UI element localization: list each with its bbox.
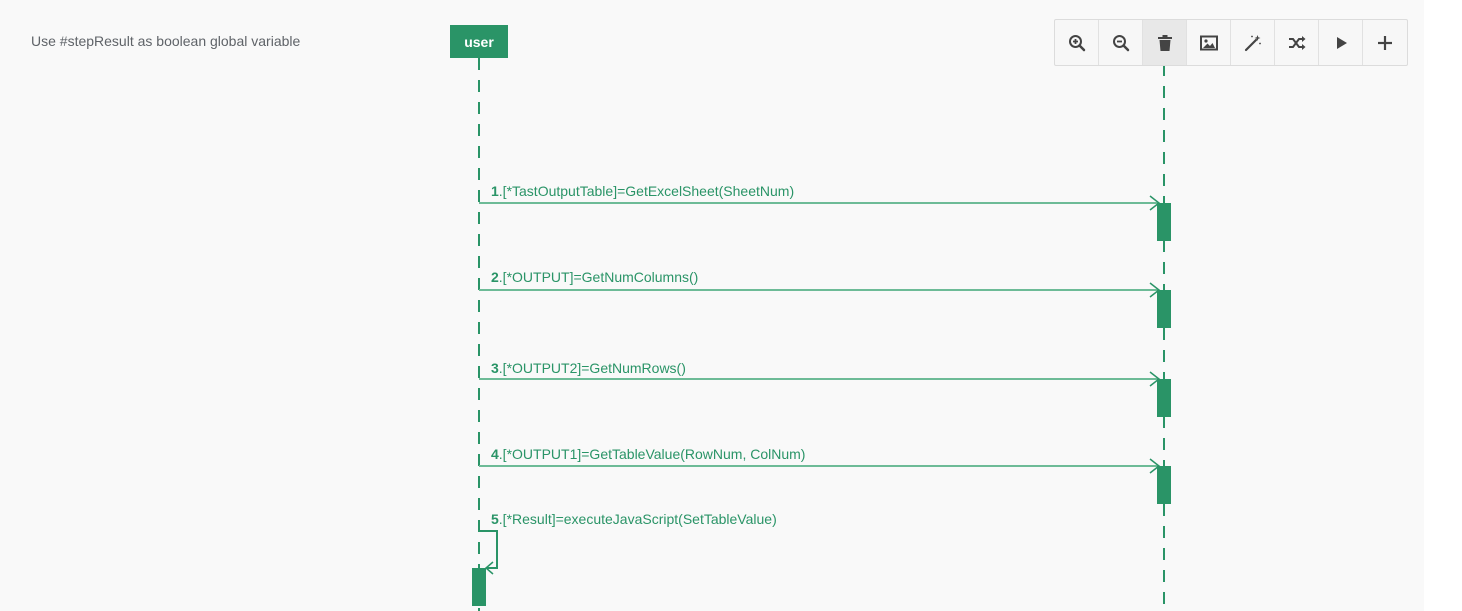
activation-bar-3 [1157,379,1171,417]
activation-bar-5 [472,568,486,606]
message-3-label: .[*OUTPUT2]=GetNumRows() [499,360,686,376]
svg-text:3.[*OUTPUT2]=GetNumRows(): 3.[*OUTPUT2]=GetNumRows() [491,360,686,376]
delete-button[interactable] [1143,20,1187,65]
message-2-label: .[*OUTPUT]=GetNumColumns() [499,269,699,285]
plus-icon [1378,35,1392,50]
user-actor[interactable]: user [450,25,508,58]
message-5-label: .[*Result]=executeJavaScript(SetTableVal… [499,511,777,527]
message-1-label: .[*TastOutputTable]=GetExcelSheet(SheetN… [499,183,794,199]
run-button[interactable] [1319,20,1363,65]
message-2-number: 2 [491,269,499,285]
add-button[interactable] [1363,20,1407,65]
zoom-out-icon [1112,34,1129,51]
activation-bar-1 [1157,203,1171,241]
message-1-number: 1 [491,183,499,199]
magic-button[interactable] [1231,20,1275,65]
sequence-diagram: 1.[*TastOutputTable]=GetExcelSheet(Sheet… [472,58,1171,611]
message-4-number: 4 [491,446,499,462]
message-5-self-arrow [479,530,498,569]
diagram-note: Use #stepResult as boolean global variab… [31,33,301,49]
message-5-number: 5 [491,511,499,527]
message-5[interactable]: 5.[*Result]=executeJavaScript(SetTableVa… [472,511,777,606]
zoom-in-icon [1068,34,1085,51]
play-icon [1336,36,1347,49]
diagram-canvas: Use #stepResult as boolean global variab… [31,19,1408,611]
magic-wand-icon [1244,34,1261,51]
message-2[interactable]: 2.[*OUTPUT]=GetNumColumns() [479,269,1171,328]
activation-bar-4 [1157,466,1171,504]
image-icon [1199,35,1218,50]
diagram-toolbar [1054,19,1408,66]
svg-text:4.[*OUTPUT1]=GetTableValue(Row: 4.[*OUTPUT1]=GetTableValue(RowNum, ColNu… [491,446,805,462]
message-1[interactable]: 1.[*TastOutputTable]=GetExcelSheet(Sheet… [479,183,1171,241]
trash-icon [1157,34,1172,51]
export-image-button[interactable] [1187,20,1231,65]
message-3[interactable]: 3.[*OUTPUT2]=GetNumRows() [479,360,1171,417]
svg-text:2.[*OUTPUT]=GetNumColumns(): 2.[*OUTPUT]=GetNumColumns() [491,269,698,285]
message-3-number: 3 [491,360,499,376]
shuffle-button[interactable] [1275,20,1319,65]
svg-text:5.[*Result]=executeJavaScript(: 5.[*Result]=executeJavaScript(SetTableVa… [491,511,777,527]
zoom-in-button[interactable] [1055,20,1099,65]
svg-text:1.[*TastOutputTable]=GetExcelS: 1.[*TastOutputTable]=GetExcelSheet(Sheet… [491,183,794,199]
activation-bar-2 [1157,290,1171,328]
message-4-label: .[*OUTPUT1]=GetTableValue(RowNum, ColNum… [499,446,806,462]
zoom-out-button[interactable] [1099,20,1143,65]
shuffle-icon [1288,35,1305,50]
message-4[interactable]: 4.[*OUTPUT1]=GetTableValue(RowNum, ColNu… [479,446,1171,504]
user-actor-label: user [464,33,494,50]
